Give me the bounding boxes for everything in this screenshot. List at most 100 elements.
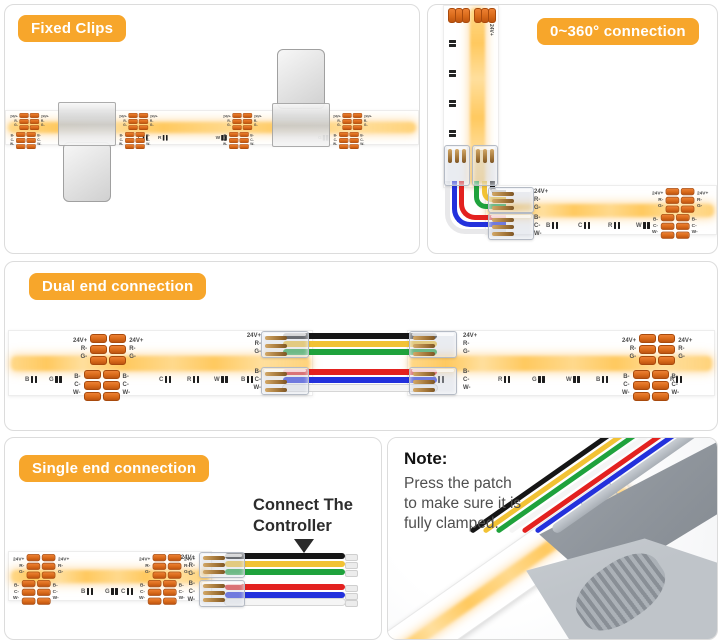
copper-pad [658,356,676,365]
copper-pad [138,118,149,124]
copper-pad [135,137,145,143]
component-mark: W [214,376,228,383]
copper-pad [21,588,36,596]
strip-clamp-connector [444,145,470,186]
cut-point-pads: B-C-W- B-C-W- [333,131,364,149]
connection-360-badge: 0~360° connection [537,18,699,45]
copper-pad [36,597,51,605]
fixed-clips-badge: Fixed Clips [18,15,127,42]
copper-pad [83,392,101,401]
copper-pad [36,580,51,587]
copper-pad [349,143,359,149]
component-mark: B [25,376,38,383]
copper-pad [680,196,695,204]
copper-pad [41,562,56,570]
component-mark: W [636,222,650,229]
copper-pad [162,580,177,587]
led-glow [470,8,485,185]
cut-point-pads: 24V+R-G- 24V+R-G- [10,112,49,130]
copper-pad [352,112,363,118]
strip-clamp-connector [409,331,457,358]
cut-point-pads: 24V+R-G- 24V+R-G- [73,334,143,365]
note-text-line: Press the patch [404,475,512,492]
copper-pad [167,571,182,579]
fixed-clip-plate [63,142,111,202]
copper-pad [29,124,40,130]
copper-pad [21,580,36,587]
wire-blue [225,592,345,598]
wire-tip [345,592,358,600]
strip-clamp-connector [488,187,534,213]
fixed-clips-panel: Fixed Clips 24V+R-G- 24V+R-G- B-C-W- B-C… [4,4,420,254]
cut-point-pads: 24V+R-G- 24V+R-G- [139,554,195,579]
wire-tip [345,584,358,592]
copper-pad [15,143,26,149]
component-mark: C [159,376,172,383]
copper-pad [242,124,253,130]
led-glow [488,204,714,217]
copper-pad [19,118,29,124]
wire-blue [452,181,506,227]
copper-pad [632,381,650,390]
copper-pad [338,137,349,143]
strip-clamp-connector [199,580,245,607]
copper-pad [675,231,690,239]
copper-pad [152,554,167,561]
fixed-clip-bracket [272,103,330,147]
copper-pad [29,118,40,124]
copper-pad [41,554,56,561]
copper-pad [102,381,120,390]
connection-360-panel: 0~360° connection 24V+ 24V+R-G- 24V+R-G-… [427,4,718,254]
copper-pad [124,143,135,149]
copper-pad [675,214,690,221]
component-mark: R [670,376,683,383]
copper-pad [349,137,359,143]
component-mark: W [566,376,580,383]
wire-white [283,385,437,391]
led-glow [11,356,310,371]
copper-pad [21,597,36,605]
copper-pad [90,345,108,354]
strip-clamp-connector [199,552,245,578]
strip-clamp-connector [261,367,309,395]
component-mark: B [546,222,559,229]
copper-pad [658,334,676,343]
fixed-clip-bracket [58,102,116,146]
copper-pad [660,231,675,239]
component-mark: C [578,222,591,229]
component-mark: G [49,376,62,383]
copper-pad [109,356,127,365]
cut-point-pads: 24V+R-G- 24V+R-G- [13,554,69,579]
pliers-photo [388,438,717,639]
copper-pad [26,143,36,149]
single-end-panel: Single end connection Connect The Contro… [4,437,382,640]
wire-red [283,369,437,375]
copper-pad [352,124,363,130]
copper-pad [242,118,253,124]
strip-clamp-connector [472,145,498,186]
wire-tip [345,561,358,569]
copper-pad [29,112,40,118]
led-strip: 24V+R-G- 24V+R-G- B-C-W- B-C-W- 24V+R-G-… [8,551,212,605]
component-mark: R [498,376,511,383]
strip-pin-labels: 24V+R-G- [463,333,478,356]
copper-pad [352,118,363,124]
copper-pad [167,554,182,561]
wire-tip [345,553,358,561]
wire-white [225,599,345,605]
component-mark: G [532,376,545,383]
copper-pad [124,137,135,143]
cut-point-pads: 24V+R-G- 24V+R-G- [652,188,708,213]
copper-pad [128,118,138,124]
cut-point-pads: B-C-W- B-C-W- [139,580,185,605]
copper-pad [658,345,676,354]
wire-tip [345,599,358,607]
wire-black [283,333,437,339]
copper-pad [632,370,650,379]
copper-pad [152,571,167,579]
copper-pad [135,131,145,137]
cut-point-pads: B-C-W- B-C-W- [622,370,679,401]
copper-pad [147,588,162,596]
copper-pad [26,554,41,561]
